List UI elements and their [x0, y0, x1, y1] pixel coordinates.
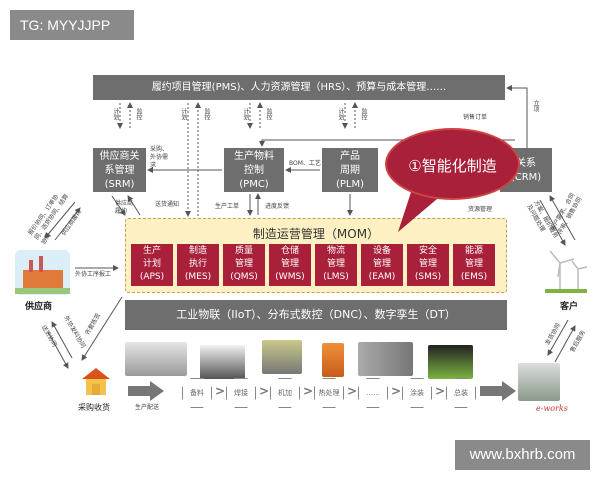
establish-label: 立项: [532, 100, 539, 112]
chevron-right-icon: >: [391, 384, 402, 398]
warehouse-icon: [82, 368, 110, 395]
delivery-notice-label: 送货通知: [155, 201, 180, 208]
module-line: 能源: [464, 246, 483, 256]
module-line: (EMS): [460, 272, 488, 282]
monitor-label: 监控: [265, 108, 272, 120]
robot-arm-image: [322, 343, 344, 377]
module-line: (MES): [184, 272, 212, 282]
plm-line: (PLM): [335, 179, 365, 190]
factory-icon: [15, 250, 70, 295]
work-order-label: 生产工单: [215, 203, 240, 210]
plan-label: 计划: [242, 108, 249, 120]
purchase-demand-label: 采购、外协需求: [150, 146, 169, 169]
production-delivery-label: 生产配送: [135, 404, 160, 411]
eworks-logo: e-works: [536, 404, 568, 413]
module-eam: 设备管理 (EAM): [361, 244, 403, 286]
monitor-label: 监控: [360, 108, 367, 120]
mom-panel: 制造运营管理（MOM） 生产计划 (APS) 制造执行 (MES) 质量管理 (QMS…: [125, 218, 507, 293]
module-wms: 仓储管理 (WMS): [269, 244, 311, 286]
wind-turbine-icon: [545, 250, 588, 293]
plan-label: 计划: [112, 108, 119, 120]
plan-label: 计划: [337, 108, 344, 120]
process-step: 焊接: [226, 378, 256, 408]
supplier-perform-label: 供应商履约: [115, 200, 134, 215]
plm-line: 产品: [340, 151, 360, 162]
module-line: (QMS): [230, 272, 258, 282]
chevron-right-icon: >: [435, 384, 446, 398]
pmc-box: 生产物料 控制 (PMC): [224, 148, 284, 192]
process-step: 备料: [182, 378, 212, 408]
module-ems: 能源管理 (EMS): [453, 244, 495, 286]
module-line: 管理: [234, 259, 253, 269]
module-line: (EAM): [368, 272, 396, 282]
crm-line: (CRM): [510, 172, 542, 183]
customer-label: 客户: [560, 302, 579, 312]
welding-station-image: [262, 340, 302, 374]
resource-mgmt-label: 资源管理: [468, 206, 493, 213]
top-system-bar: 履约项目管理(PMS)、人力资源管理（HRS）、预算与成本管理……: [93, 75, 505, 100]
module-line: 计划: [142, 259, 161, 269]
module-line: (SMS): [414, 272, 442, 282]
plm-box: 产品 周期 (PLM): [322, 148, 378, 192]
iiot-bar: 工业物联（IIoT）、分布式数控（DNC）、数字孪生（DT）: [125, 300, 507, 330]
sales-order-label: 销售订单: [463, 114, 488, 121]
module-line: 执行: [188, 259, 207, 269]
monitor-label: 监控: [135, 108, 142, 120]
module-line: (WMS): [275, 272, 305, 282]
module-line: 管理: [326, 259, 345, 269]
forklift-image: [428, 345, 473, 379]
process-step: 总装: [446, 378, 476, 408]
plm-line: 周期: [340, 165, 360, 176]
chevron-right-icon: >: [215, 384, 226, 398]
pmc-line: (PMC): [239, 179, 269, 190]
module-mes: 制造执行 (MES): [177, 244, 219, 286]
supplier-label: 供应商: [25, 302, 53, 312]
outsource-report-label: 外协工序报工: [75, 271, 112, 278]
heat-treatment-image: [358, 342, 413, 376]
receiving-label: 采购收货: [78, 403, 110, 412]
product-image: [518, 363, 560, 401]
module-line: 仓储: [280, 246, 299, 256]
module-line: 设备: [372, 246, 391, 256]
mom-title: 制造运营管理（MOM）: [252, 227, 380, 241]
module-qms: 质量管理 (QMS): [223, 244, 265, 286]
machining-center-image: [200, 345, 245, 379]
chevron-right-icon: >: [259, 384, 270, 398]
module-line: 物流: [326, 246, 345, 256]
module-line: (LMS): [323, 272, 349, 282]
watermark-url: www.bxhrb.com: [455, 440, 590, 470]
process-step: 热处理: [314, 378, 344, 408]
srm-line: 供应商关: [99, 151, 140, 162]
module-aps: 生产计划 (APS): [131, 244, 173, 286]
module-sms: 安全管理 (SMS): [407, 244, 449, 286]
module-line: 安全: [418, 246, 437, 256]
pmc-line: 生产物料: [234, 151, 274, 162]
process-step: 机加: [270, 378, 300, 408]
srm-box: 供应商关 系管理 (SRM): [93, 148, 146, 192]
srm-line: 系管理: [104, 165, 135, 176]
module-line: 管理: [372, 259, 391, 269]
srm-line: (SRM): [104, 179, 135, 190]
cnc-machine-image: [125, 342, 187, 376]
process-step: 涂装: [402, 378, 432, 408]
module-line: (APS): [139, 272, 165, 282]
module-line: 管理: [280, 259, 299, 269]
chevron-right-icon: >: [303, 384, 314, 398]
module-lms: 物流管理 (LMS): [315, 244, 357, 286]
callout-bubble: ①智能化制造: [385, 128, 520, 200]
tag-label: TG: MYYJJPP: [10, 10, 134, 40]
pmc-line: 控制: [244, 165, 264, 176]
monitor-label: 监控: [203, 108, 210, 120]
module-line: 制造: [188, 246, 207, 256]
crm-line: 关系: [516, 158, 536, 169]
chevron-right-icon: >: [347, 384, 358, 398]
module-line: 管理: [418, 259, 437, 269]
bom-label: BOM、工艺: [289, 160, 321, 167]
progress-feedback-label: 进度反馈: [265, 203, 290, 210]
process-step: ……: [358, 378, 388, 408]
module-line: 生产: [142, 246, 161, 256]
module-line: 质量: [234, 246, 253, 256]
module-line: 管理: [464, 259, 483, 269]
plan-label: 计划: [180, 108, 187, 120]
